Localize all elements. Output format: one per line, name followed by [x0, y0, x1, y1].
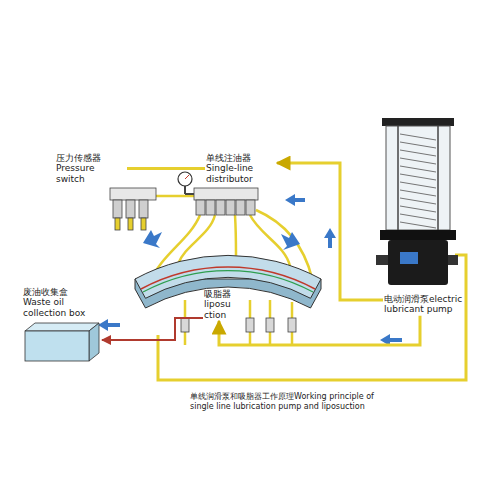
oil-pipe [277, 163, 383, 300]
label-text: Pressure switch [56, 163, 126, 184]
label-text: Waste oil collection box [23, 297, 101, 318]
component-label: 吸脂器liposu ction [203, 288, 237, 321]
flow-arrows [98, 194, 402, 346]
component-label: 压力传感器Pressure switch [55, 152, 127, 185]
label-heading: 压力传感器 [56, 153, 126, 163]
seal-line [143, 271, 313, 292]
label-heading: 吸脂器 [204, 289, 236, 299]
label-heading: 废油收集盒 [23, 287, 101, 297]
electric-pump [376, 118, 458, 285]
component-label: 电动润滑泵electric lubricant pump [383, 293, 483, 316]
component-label: 单线注油器Single-line distributor [205, 152, 277, 185]
label-text: Single-line distributor [206, 163, 276, 184]
pressure-switch [110, 188, 156, 230]
oil-pipe [219, 316, 420, 345]
distributor-manifold [185, 185, 258, 215]
label-text: liposu ction [204, 299, 236, 320]
label-heading: 单线注油器 [206, 153, 276, 163]
liposuction-tubes [185, 300, 292, 345]
oil-pipe [127, 167, 205, 170]
waste-box: 废油收集盒Waste oil collection box [22, 286, 102, 364]
pressure-gauge [178, 172, 192, 186]
waste-oil-line [102, 318, 203, 340]
box-shape [23, 321, 101, 363]
liposuction-cylinders [181, 318, 296, 332]
label-heading: 电动润滑泵electric lubricant pump [384, 294, 482, 315]
caption: 单线润滑泵和吸脂器工作原理Working principle of single… [190, 392, 390, 412]
